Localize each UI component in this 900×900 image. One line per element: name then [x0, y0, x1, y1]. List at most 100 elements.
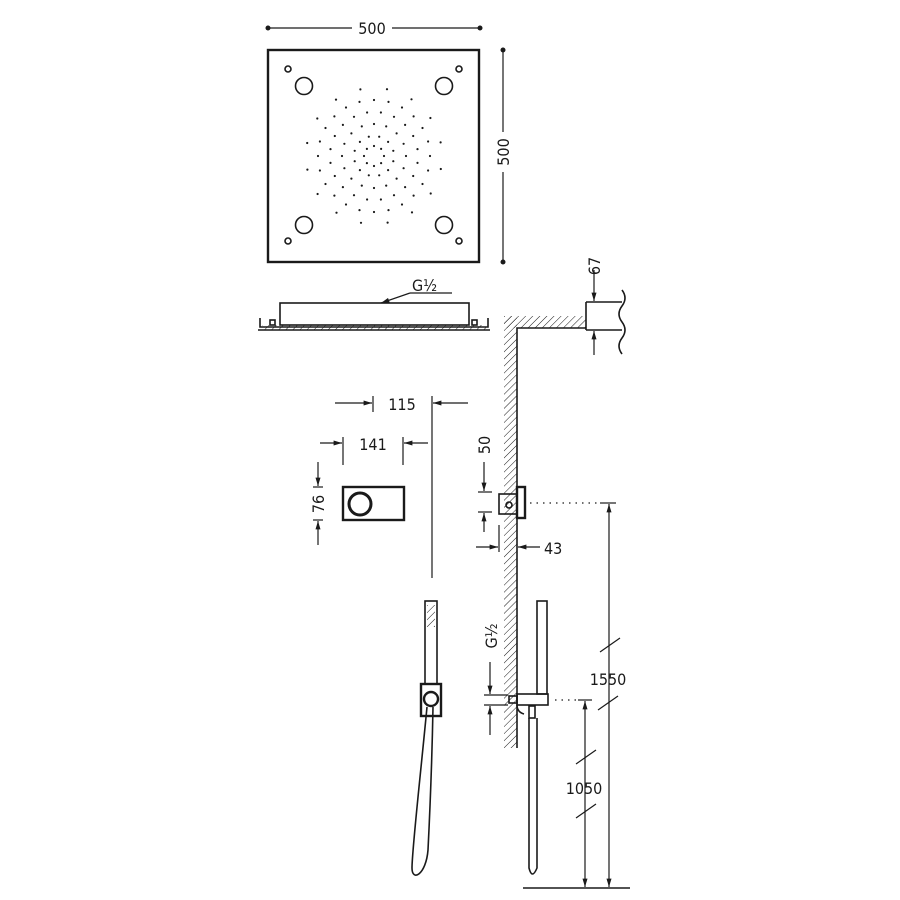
handshower-front-view: [411, 600, 443, 876]
nozzle-dot: [385, 125, 388, 128]
nozzle-dot: [439, 141, 442, 144]
bracket-curve: [516, 704, 525, 715]
nozzle-dot: [372, 144, 376, 148]
break-mark: [599, 637, 621, 653]
nozzle-dot: [382, 154, 386, 158]
outlet-floor-height-label: 1050: [566, 779, 603, 798]
nozzle-dot: [341, 123, 344, 126]
valve-height-label: 50: [475, 436, 494, 454]
nozzle-dot: [359, 88, 362, 91]
nozzle-dot: [318, 140, 321, 143]
valve-knob: [505, 501, 513, 509]
mixer-height-label: 76: [309, 495, 328, 513]
nozzle-dot: [340, 154, 344, 158]
nozzle-dot: [334, 98, 338, 101]
nozzle-dot: [324, 182, 327, 186]
nozzle-dot: [387, 209, 390, 212]
nozzle-dot: [352, 194, 356, 197]
nozzle-dot: [421, 126, 424, 130]
nozzle-dot: [412, 134, 415, 138]
nozzle-dot: [333, 115, 336, 118]
nozzle-dot: [367, 174, 370, 177]
nozzle-dot: [380, 147, 383, 150]
nozzle-dot: [366, 198, 369, 201]
nozzle-dot: [372, 98, 376, 102]
nozzle-dot: [385, 184, 388, 187]
nozzle-dot: [429, 192, 432, 195]
nozzle-dot: [379, 111, 382, 114]
nozzle-dot: [335, 211, 338, 214]
nozzle-dot: [392, 149, 395, 152]
nozzle-dot: [392, 115, 396, 118]
valve-projection-label: 43: [544, 539, 562, 558]
nozzle-dot: [395, 132, 398, 135]
mount-clip: [269, 319, 276, 326]
shower-side-view: G½: [258, 276, 490, 331]
inlet-leader-arrow: [380, 292, 411, 304]
nozzle-dot: [428, 154, 432, 158]
nozzle-dot: [439, 167, 442, 171]
outlet-thread: [508, 695, 518, 704]
nozzle-dot: [400, 203, 404, 206]
shower-body-profile: [279, 302, 470, 326]
ceiling-arm: [585, 301, 622, 331]
mount-clip: [471, 319, 478, 326]
mixer-side-view: 50 43 1550: [475, 436, 626, 887]
corner-screw-holes: [284, 65, 463, 245]
dimension-endpoint: [477, 25, 483, 31]
shower-top-view: 500 500: [265, 19, 513, 265]
wall-hatch: [504, 316, 517, 748]
shower-inlet-label: G½: [412, 276, 437, 295]
nozzle-dot: [387, 140, 390, 143]
break-mark: [575, 749, 597, 765]
nozzle-dot: [429, 116, 432, 120]
led-light: [294, 215, 314, 235]
arm-break-line: [618, 289, 626, 355]
nozzle-dot: [343, 142, 346, 145]
nozzle-dot: [352, 115, 356, 118]
mixer-floor-height-label: 1550: [590, 670, 627, 689]
nozzle-dot: [306, 141, 309, 145]
nozzle-dot: [392, 194, 396, 197]
nozzle-dot: [378, 174, 381, 177]
nozzle-dot: [385, 88, 389, 91]
shower-hose-side: [528, 718, 538, 875]
nozzle-dot: [410, 211, 414, 214]
nozzle-dot: [358, 100, 361, 103]
nozzle-dot: [386, 221, 389, 224]
nozzle-dot: [402, 142, 405, 145]
dimension-endpoint: [500, 259, 506, 265]
nozzle-dot: [387, 100, 390, 103]
nozzle-dot: [416, 148, 419, 151]
nozzle-dot: [306, 168, 309, 171]
screw-hole: [284, 65, 292, 73]
nozzle-dot: [358, 140, 361, 143]
screw-hole: [455, 237, 463, 245]
nozzle-dot: [344, 106, 348, 109]
nozzle-dot: [344, 203, 348, 206]
shower-depth-label: 500: [494, 138, 513, 165]
shower-width-label: 500: [358, 19, 385, 38]
led-light: [294, 76, 314, 96]
nozzle-dot: [343, 167, 346, 170]
handshower-inlet-label: G½: [482, 623, 501, 648]
nozzle-dot: [333, 194, 336, 197]
nozzle-dot: [412, 194, 415, 197]
nozzle-dot: [387, 169, 390, 172]
nozzle-dot: [412, 174, 415, 178]
nozzle-dot: [316, 192, 319, 196]
nozzle-dot: [372, 186, 376, 190]
nozzle-dot: [318, 169, 321, 172]
break-mark: [597, 695, 619, 711]
nozzle-dot: [366, 111, 369, 114]
mount-frame: [259, 318, 489, 328]
mixer-plate: [341, 485, 406, 522]
led-light: [434, 76, 454, 96]
nozzle-dot: [421, 182, 424, 186]
nozzle-dot: [316, 117, 319, 120]
nozzle-dot: [358, 169, 361, 172]
wall-face-line: [516, 327, 586, 748]
mixer-depth-label: 115: [388, 395, 415, 414]
led-light: [434, 215, 454, 235]
